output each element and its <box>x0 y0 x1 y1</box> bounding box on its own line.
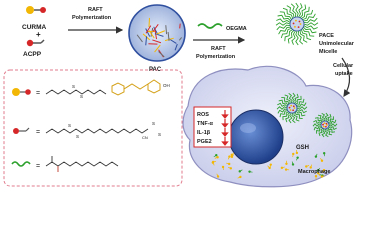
structure-legend: = S S OH = S S CN S S = <box>3 69 183 187</box>
pace-synthesis-diagram: CURMA + ACPP RAFT Polymerization PAC OEG… <box>3 2 355 188</box>
curma-yellow-bead-icon <box>26 6 34 14</box>
pace-line2: Unimolecular <box>319 41 355 47</box>
nucleus <box>228 109 284 165</box>
monomer-acpp: ACPP <box>23 39 45 58</box>
raft1-line1: RAFT <box>88 7 103 13</box>
curma-label: CURMA <box>22 24 46 31</box>
down-arrow-icon <box>221 141 229 146</box>
legend-oegma-row: = <box>11 156 119 172</box>
raft2-line2: RAFT <box>211 46 226 52</box>
marker-pge2: PGE2 <box>197 139 212 145</box>
legend-equals-2: = <box>36 129 40 136</box>
legend-s-3: S <box>68 123 71 128</box>
legend-equals-1: = <box>36 90 40 97</box>
legend-equals-3: = <box>36 163 40 170</box>
legend-cn: CN <box>142 135 148 140</box>
oegma-label: OEGMA <box>226 26 247 32</box>
macrophage-label: Macrophage <box>298 169 330 175</box>
pac-polymer-sphere <box>128 4 186 62</box>
uptake-arrow <box>341 57 351 97</box>
legend-curma-row: = S S OH <box>12 79 170 99</box>
inflammation-markers: ROS TNF-α IL-1β PGE2 <box>193 106 232 148</box>
down-arrow-icon <box>221 123 229 128</box>
legend-oh: OH <box>163 83 170 88</box>
legend-s-6: S <box>158 132 161 137</box>
legend-s-2: S <box>80 94 83 99</box>
down-arrow-icon <box>221 114 229 119</box>
plus-sign: + <box>36 30 41 39</box>
uptake-line1: Cellular <box>333 63 354 69</box>
acpp-red-bead-icon <box>26 39 34 47</box>
gsh-label: GSH <box>296 145 309 151</box>
legend-acpp-row: = S S CN S S <box>13 121 161 140</box>
legend-s-1: S <box>72 84 75 89</box>
marker-il1b: IL-1β <box>197 130 211 136</box>
oegma-wave-icon <box>197 23 223 29</box>
monomer-curma: CURMA <box>22 6 46 31</box>
internalized-micelle-icon <box>276 92 308 124</box>
diagram-svg: CURMA + ACPP RAFT Polymerization PAC OEG… <box>3 2 355 188</box>
pace-line1: PACE <box>319 33 334 39</box>
legend-s-5: S <box>152 121 155 126</box>
marker-ros: ROS <box>197 112 209 118</box>
down-arrow-icon <box>221 132 229 137</box>
pace-line3: Micelle <box>319 49 337 55</box>
pace-micelle-icon <box>275 2 319 46</box>
internalized-micelle-icon <box>312 112 338 138</box>
raft2-line3: Polymerization <box>196 54 236 60</box>
uptake-line2: uptake <box>335 71 353 77</box>
marker-tnf: TNF-α <box>197 121 214 127</box>
raft1-line2: Polymerization <box>72 15 112 21</box>
legend-s-4: S <box>76 134 79 139</box>
acpp-label: ACPP <box>23 51 42 58</box>
